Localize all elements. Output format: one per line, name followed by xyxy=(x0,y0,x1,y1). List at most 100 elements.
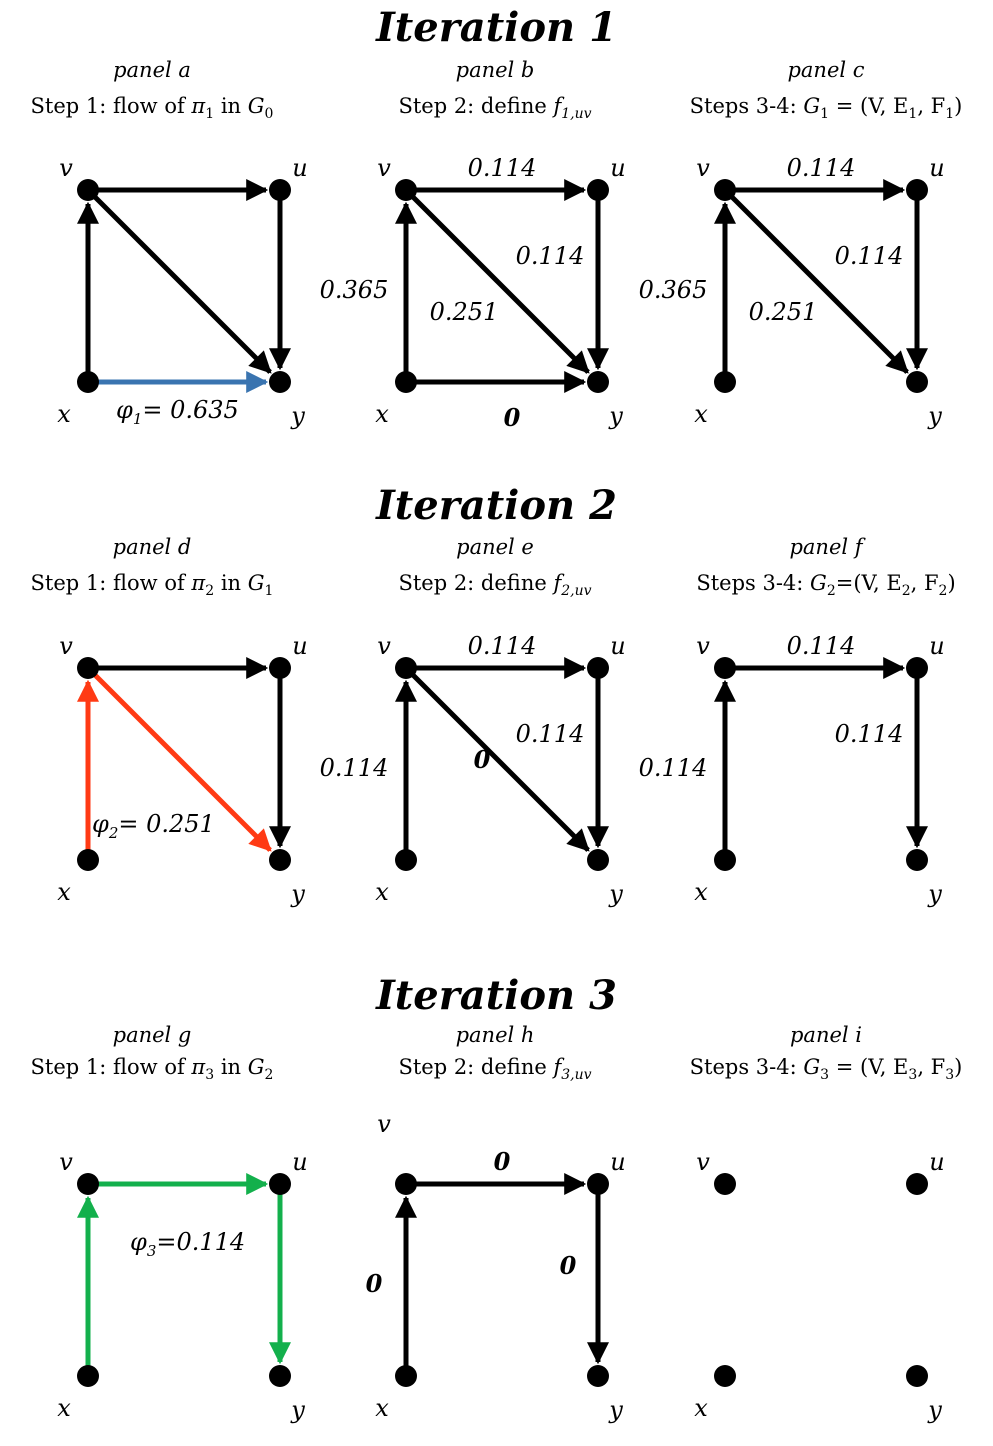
node-label-y: y xyxy=(927,880,942,908)
iteration-1-title: Iteration 1 xyxy=(376,4,617,51)
node-x xyxy=(395,849,417,871)
step-label-g: Step 1: flow of π3 in G2 xyxy=(30,1055,274,1084)
node-label-v: v xyxy=(59,1148,73,1176)
edge-weight-v-u: 0 xyxy=(494,1147,511,1176)
step-label-i: Steps 3-4: G3 = (V, E3, F3) xyxy=(689,1055,963,1084)
iteration-3-title: Iteration 3 xyxy=(376,972,617,1019)
node-label-v: v xyxy=(59,632,73,660)
node-y xyxy=(906,849,928,871)
node-v xyxy=(395,179,417,201)
edge-weight-v-y: 0.251 xyxy=(749,298,818,326)
node-label-u: u xyxy=(610,632,625,660)
node-u xyxy=(906,657,928,679)
panel-label-c: panel c xyxy=(787,58,865,82)
node-u xyxy=(906,1173,928,1195)
node-v xyxy=(714,657,736,679)
edge-weight-v-y: 0.251 xyxy=(430,298,499,326)
node-x xyxy=(77,849,99,871)
edge-v-y xyxy=(86,666,272,852)
flow-annotation: φ2= 0.251 xyxy=(92,810,215,842)
iteration-2-title: Iteration 2 xyxy=(376,482,617,529)
node-y xyxy=(906,371,928,393)
node-label-v: v xyxy=(696,632,710,660)
edge-v-y xyxy=(723,188,909,374)
node-label-u: u xyxy=(929,154,944,182)
edge-weight-v-u: 0.114 xyxy=(468,154,537,182)
node-x xyxy=(395,371,417,393)
node-label-y: y xyxy=(290,402,305,430)
node-label-u: u xyxy=(292,154,307,182)
node-label-y: y xyxy=(290,1396,305,1424)
step-label-a: Step 1: flow of π1 in G0 xyxy=(30,94,274,123)
node-label-x: x xyxy=(375,878,389,906)
node-x xyxy=(714,1365,736,1387)
node-label-y: y xyxy=(608,402,623,430)
node-y xyxy=(906,1365,928,1387)
edge-weight-x-v: 0.114 xyxy=(639,754,708,782)
node-x xyxy=(714,371,736,393)
node-y xyxy=(269,1365,291,1387)
edge-weight-u-y: 0.114 xyxy=(835,720,904,748)
node-u xyxy=(587,179,609,201)
node-label-x: x xyxy=(57,1394,71,1422)
edge-weight-v-y: 0 xyxy=(474,745,491,774)
edge-v-y xyxy=(404,666,590,852)
node-label-y: y xyxy=(290,880,305,908)
edge-weight-x-v: 0.365 xyxy=(320,276,389,304)
node-y xyxy=(269,849,291,871)
node-x xyxy=(77,371,99,393)
graph-panel-a: v u x y φ1= 0.635 xyxy=(57,154,308,430)
edge-weight-u-y: 0.114 xyxy=(516,720,585,748)
edge-weight-x-v: 0.365 xyxy=(639,276,708,304)
panel-label-i: panel i xyxy=(789,1023,863,1047)
edge-weight-u-y: 0.114 xyxy=(835,242,904,270)
node-label-y: y xyxy=(927,402,942,430)
node-label-u: u xyxy=(929,632,944,660)
graph-panel-i: v u x y xyxy=(694,1148,945,1424)
node-v xyxy=(395,1173,417,1195)
edge-weight-v-u: 0.114 xyxy=(468,632,537,660)
panel-label-a: panel a xyxy=(113,58,191,82)
node-label-x: x xyxy=(694,1394,708,1422)
node-label-u: u xyxy=(929,1148,944,1176)
node-y xyxy=(587,849,609,871)
edge-weight-x-v: 0 xyxy=(366,1269,383,1298)
node-x xyxy=(77,1365,99,1387)
node-u xyxy=(269,657,291,679)
step-label-h: Step 2: define f3,uv xyxy=(398,1055,592,1084)
panel-label-f: panel f xyxy=(789,535,863,559)
node-u xyxy=(587,657,609,679)
node-label-y: y xyxy=(927,1396,942,1424)
node-label-x: x xyxy=(375,1394,389,1422)
panel-label-g: panel g xyxy=(112,1023,192,1047)
node-label-x: x xyxy=(57,400,71,428)
flow-annotation: φ1= 0.635 xyxy=(116,396,239,428)
edge-weight-v-u: 0.114 xyxy=(787,632,856,660)
node-label-v: v xyxy=(377,154,391,182)
node-label-v: v xyxy=(696,154,710,182)
panel-label-h: panel h xyxy=(455,1023,535,1047)
node-label-v: v xyxy=(59,154,73,182)
edge-weight-x-v: 0.114 xyxy=(320,754,389,782)
step-label-d: Step 1: flow of π2 in G1 xyxy=(30,571,274,600)
node-label-v: v xyxy=(377,1110,391,1138)
node-label-x: x xyxy=(375,400,389,428)
node-label-v: v xyxy=(696,1148,710,1176)
node-u xyxy=(587,1173,609,1195)
node-label-v: v xyxy=(377,632,391,660)
node-y xyxy=(587,1365,609,1387)
edge-weight-u-y: 0.114 xyxy=(516,242,585,270)
node-y xyxy=(269,371,291,393)
node-label-u: u xyxy=(292,632,307,660)
edge-weight-v-u: 0.114 xyxy=(787,154,856,182)
node-v xyxy=(714,1173,736,1195)
node-u xyxy=(269,179,291,201)
node-x xyxy=(714,849,736,871)
node-v xyxy=(77,179,99,201)
node-label-u: u xyxy=(610,154,625,182)
